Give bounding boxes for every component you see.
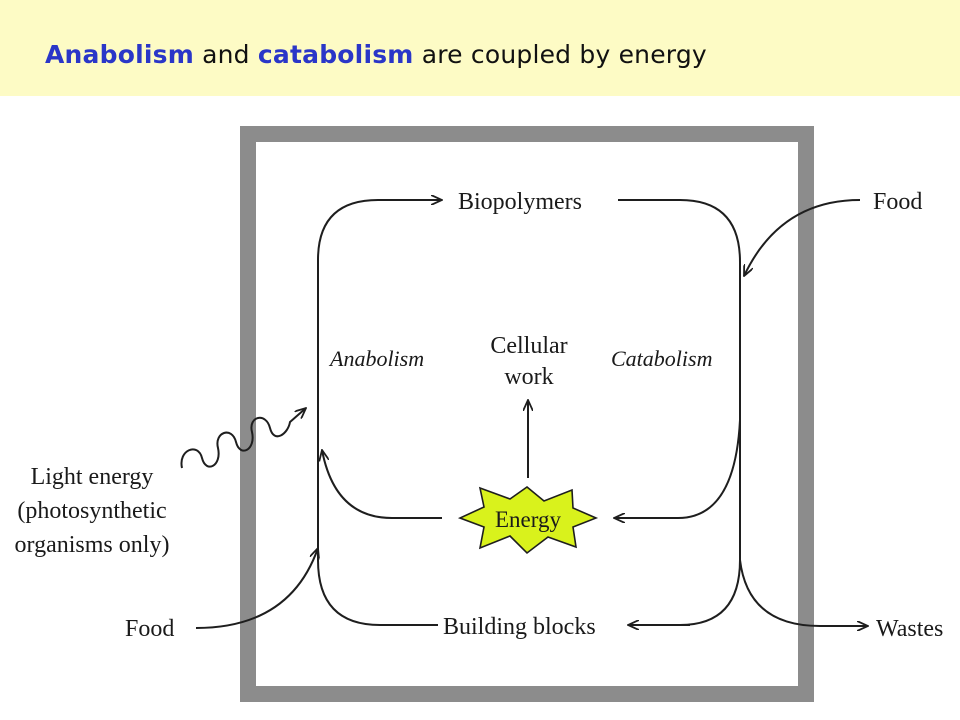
light-energy-label-line3: organisms only): [15, 532, 170, 558]
title-rest: are coupled by energy: [413, 40, 707, 69]
energy-to-anabolism-arrow: [322, 450, 442, 519]
title-catabolism: catabolism: [257, 40, 414, 69]
building-blocks-to-anabolism: [317, 500, 438, 626]
light-energy-wave: [180, 408, 306, 469]
food-top-label: Food: [873, 189, 922, 215]
title-band: Anabolism and catabolism are coupled by …: [0, 0, 960, 96]
catabolism-label: Catabolism: [611, 346, 712, 371]
slide-title: Anabolism and catabolism are coupled by …: [45, 40, 707, 69]
building-blocks-label: Building blocks: [443, 614, 596, 640]
anabolism-track-arrow: [317, 200, 442, 500]
anabolism-label: Anabolism: [328, 346, 424, 371]
food-in-bottom-arrow: [195, 548, 318, 629]
catabolism-track: [618, 199, 741, 626]
cellular-work-label-line1: Cellular: [490, 333, 567, 359]
food-bottom-label: Food: [125, 616, 174, 642]
energy-starburst: [457, 485, 599, 555]
catabolism-to-energy-arrow: [614, 419, 741, 518]
food-in-top-arrow: [744, 199, 861, 276]
title-and: and: [193, 40, 258, 69]
biopolymers-label: Biopolymers: [458, 189, 582, 215]
energy-label: Energy: [495, 507, 562, 532]
title-anabolism: Anabolism: [45, 40, 194, 69]
cellular-work-label-line2: work: [504, 364, 553, 390]
wastes-label: Wastes: [876, 616, 943, 642]
wastes-out-arrow: [739, 559, 868, 626]
light-energy-label-line2: (photosynthetic: [17, 498, 166, 524]
cell-boundary: [240, 126, 814, 702]
light-energy-label-line1: Light energy: [31, 464, 154, 490]
